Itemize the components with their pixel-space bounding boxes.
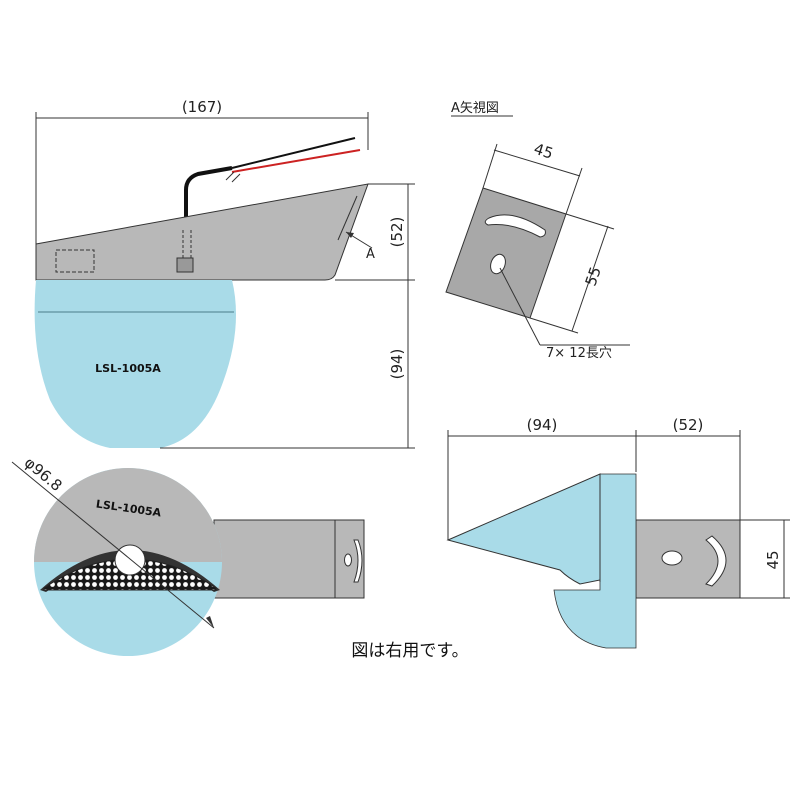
lens-dome	[34, 280, 236, 448]
dim-55-label: 55	[582, 264, 605, 288]
dim-52-label: (52)	[388, 217, 406, 248]
dim-52-right-label: (52)	[673, 416, 704, 434]
housing	[35, 183, 369, 281]
dim-94-right-label: (94)	[527, 416, 558, 434]
view-a: A矢視図 45 55 7× 12長穴	[445, 101, 630, 361]
front-bracket	[213, 519, 336, 599]
dim-94-label: (94)	[388, 349, 406, 380]
cone-housing	[446, 473, 601, 585]
wire-red	[231, 149, 361, 173]
side-view: (167) A (52) LSL-1005A (94)	[34, 98, 415, 449]
long-hole	[490, 253, 506, 275]
dim-45-right-label: 45	[764, 550, 782, 569]
top-lens	[553, 473, 637, 649]
view-a-title: A矢視図	[451, 101, 499, 116]
cable	[184, 166, 233, 262]
sensor-window	[114, 544, 146, 576]
top-view: (94) (52) 45	[446, 416, 790, 649]
mounting-plate	[445, 187, 567, 319]
dim-167-label: (167)	[182, 98, 222, 116]
hidden-box	[55, 249, 95, 273]
slot-note: 7× 12長穴	[546, 346, 612, 361]
dim-45-label: 45	[532, 140, 556, 163]
arrow-a-label: A	[366, 247, 375, 262]
model-label-side: LSL-1005A	[95, 362, 161, 375]
wire-black	[231, 137, 356, 169]
caption: 図は右用です。	[351, 641, 468, 661]
arc-slot	[484, 214, 546, 238]
front-view: LSL-1005A φ96.8	[11, 453, 365, 656]
cable-gland	[176, 257, 194, 273]
